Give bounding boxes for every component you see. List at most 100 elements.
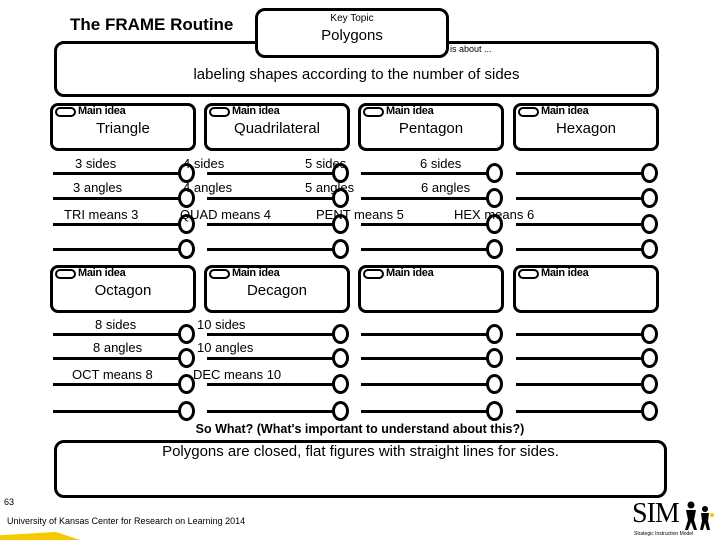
- detail-line: [361, 383, 491, 386]
- detail-line: [361, 357, 491, 360]
- detail-circle-icon: [641, 374, 658, 394]
- detail-circle-icon: [486, 348, 503, 368]
- detail-line: [53, 357, 183, 360]
- main-idea-pill-icon: [518, 269, 539, 279]
- main-idea-pill-icon: [55, 107, 76, 117]
- detail-circle-icon: [178, 374, 195, 394]
- detail-line: [53, 410, 183, 413]
- detail-line: [361, 197, 491, 200]
- detail-circle-icon: [641, 239, 658, 259]
- main-idea-title: Triangle: [96, 120, 150, 137]
- main-idea-pill-icon: [518, 107, 539, 117]
- main-idea-box: Main idea Hexagon: [513, 103, 659, 151]
- detail-text: 3 angles: [73, 180, 123, 195]
- main-idea-pill-icon: [209, 107, 230, 117]
- is-about-label: is about ...: [450, 44, 492, 54]
- page-number: 63: [4, 497, 15, 507]
- detail-text: 10 angles: [197, 340, 254, 355]
- logo-tagline: Strategic Instruction Model: [634, 531, 694, 537]
- yellow-accent: [0, 532, 80, 540]
- detail-circle-icon: [178, 163, 195, 183]
- detail-line: [207, 248, 337, 251]
- detail-text: 4 angles: [183, 180, 233, 195]
- detail-line: [207, 223, 337, 226]
- main-idea-title: Decagon: [246, 282, 308, 299]
- detail-line: [361, 223, 491, 226]
- detail-circle-icon: [332, 348, 349, 368]
- main-idea-pill-icon: [55, 269, 76, 279]
- detail-line: [53, 248, 183, 251]
- detail-text: PENT means 5: [316, 207, 404, 222]
- main-idea-label: Main idea: [541, 267, 589, 279]
- routine-title: The FRAME Routine: [70, 15, 234, 34]
- main-idea-pill-icon: [363, 107, 384, 117]
- detail-circle-icon: [486, 163, 503, 183]
- main-idea-box: Main idea Decagon: [204, 265, 350, 313]
- detail-line: [53, 383, 183, 386]
- detail-line: [516, 383, 646, 386]
- key-topic-label: Key Topic: [330, 13, 374, 24]
- detail-line: [361, 333, 491, 336]
- detail-line: [207, 197, 337, 200]
- detail-text: 8 angles: [93, 340, 143, 355]
- detail-circle-icon: [486, 324, 503, 344]
- detail-line: [361, 172, 491, 175]
- detail-circle-icon: [332, 188, 349, 208]
- sim-logo: SIM Strategic Instruction Model: [630, 498, 720, 540]
- main-idea-title: Octagon: [94, 282, 152, 299]
- detail-circle-icon: [486, 188, 503, 208]
- detail-circle-icon: [332, 401, 349, 421]
- detail-line: [207, 172, 337, 175]
- main-idea-box: Main idea Quadrilateral: [204, 103, 350, 151]
- detail-text: 5 sides: [305, 156, 347, 171]
- so-what-text: Polygons are closed, flat figures with s…: [162, 443, 559, 460]
- main-idea-label: Main idea: [78, 267, 126, 279]
- main-idea-label: Main idea: [232, 267, 280, 279]
- key-topic-box: Key Topic Polygons: [255, 8, 449, 58]
- detail-line: [207, 357, 337, 360]
- logo-text: SIM: [632, 498, 680, 529]
- detail-line: [53, 333, 183, 336]
- detail-line: [516, 197, 646, 200]
- main-idea-title: Pentagon: [398, 120, 464, 137]
- detail-line: [361, 410, 491, 413]
- detail-text: 6 sides: [420, 156, 462, 171]
- detail-circle-icon: [178, 401, 195, 421]
- detail-circle-icon: [178, 214, 195, 234]
- detail-circle-icon: [486, 239, 503, 259]
- detail-circle-icon: [178, 188, 195, 208]
- main-idea-box: Main idea Pentagon: [358, 103, 504, 151]
- detail-text: HEX means 6: [454, 207, 535, 222]
- detail-text: 6 angles: [421, 180, 471, 195]
- detail-line: [516, 248, 646, 251]
- detail-circle-icon: [332, 374, 349, 394]
- detail-line: [53, 172, 183, 175]
- main-idea-label: Main idea: [386, 267, 434, 279]
- detail-text: DEC means 10: [193, 367, 282, 382]
- detail-circle-icon: [178, 239, 195, 259]
- detail-line: [516, 410, 646, 413]
- detail-text: 3 sides: [75, 156, 117, 171]
- key-topic-value: Polygons: [321, 27, 383, 44]
- detail-circle-icon: [641, 401, 658, 421]
- detail-text: 5 angles: [305, 180, 355, 195]
- is-about-value: labeling shapes according to the number …: [193, 66, 520, 83]
- main-idea-title: Quadrilateral: [234, 120, 320, 137]
- so-what-label: So What? (What's important to understand…: [195, 422, 525, 436]
- main-idea-pill-icon: [209, 269, 230, 279]
- main-idea-box: Main idea: [513, 265, 659, 313]
- detail-circle-icon: [486, 214, 503, 234]
- main-idea-pill-icon: [363, 269, 384, 279]
- detail-text: 4 sides: [183, 156, 225, 171]
- detail-line: [207, 333, 337, 336]
- main-idea-box: Main idea Octagon: [50, 265, 196, 313]
- detail-line: [516, 357, 646, 360]
- main-idea-box: Main idea: [358, 265, 504, 313]
- detail-circle-icon: [332, 163, 349, 183]
- detail-circle-icon: [486, 374, 503, 394]
- detail-circle-icon: [641, 214, 658, 234]
- detail-circle-icon: [332, 214, 349, 234]
- detail-line: [207, 383, 337, 386]
- detail-circle-icon: [641, 163, 658, 183]
- detail-circle-icon: [178, 348, 195, 368]
